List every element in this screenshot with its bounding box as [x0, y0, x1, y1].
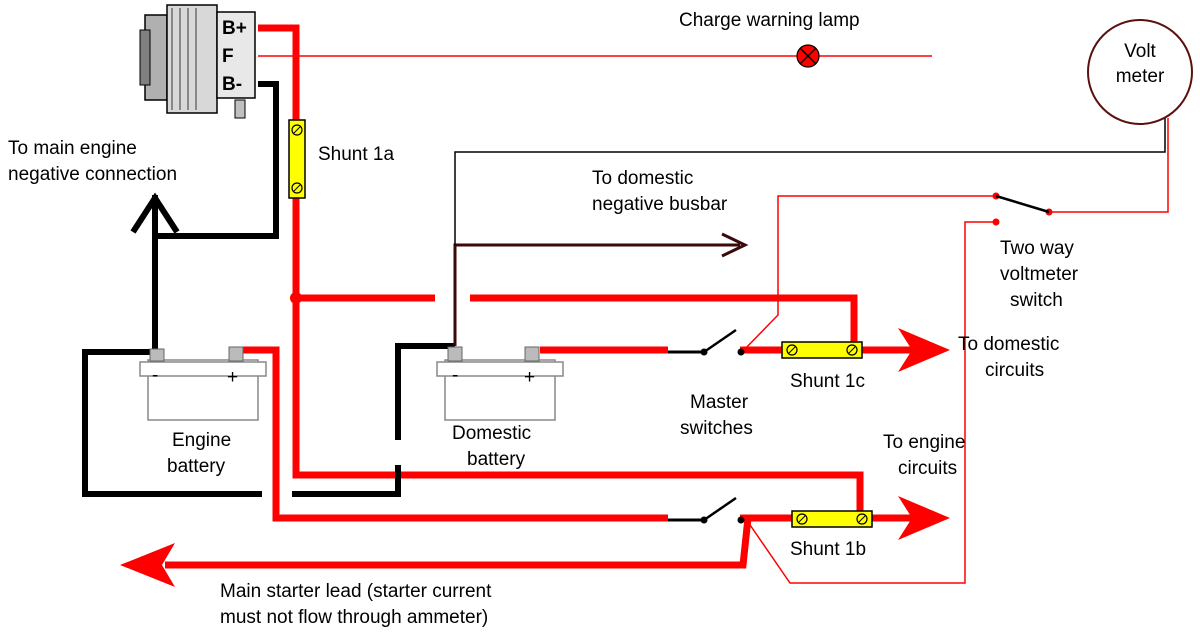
shunt-1b-icon — [791, 510, 873, 528]
terminal-bplus: B+ — [222, 18, 247, 39]
voltmeter-label-1: Volt — [1124, 41, 1156, 62]
voltmeter-sense-engine — [747, 221, 995, 584]
master-switches-label-2: switches — [680, 418, 753, 439]
charge-lamp-label: Charge warning lamp — [679, 10, 860, 31]
battery-negative-link-b — [395, 343, 455, 440]
to-engine-label-2: circuits — [898, 458, 957, 479]
domestic-neg-arrow-head — [721, 232, 749, 258]
master-switch-domestic-icon — [668, 328, 745, 356]
domestic-neg-label-1: To domestic — [592, 168, 693, 189]
domestic-battery-icon — [436, 346, 564, 421]
domestic-battery-label-2: battery — [467, 449, 526, 470]
engine-battery-negative-loop — [82, 349, 262, 497]
starter-lead-label-1: Main starter lead (starter current — [220, 581, 492, 602]
voltmeter-negative-sense-wire — [454, 115, 1166, 245]
starter-lead-label-2: must not flow through ammeter) — [220, 607, 488, 628]
domestic-battery-plus: + — [524, 367, 535, 388]
shunt-1b-label: Shunt 1b — [790, 539, 866, 560]
voltmeter-sense-domestic — [741, 195, 995, 353]
to-domestic-label-2: circuits — [985, 360, 1044, 381]
to-engine-label-1: To engine — [883, 432, 965, 453]
shunt-1c-label: Shunt 1c — [790, 371, 865, 392]
two-way-label-2: voltmeter — [1000, 264, 1079, 285]
two-way-label-1: Two way — [1000, 238, 1074, 259]
main-engine-neg-label-1: To main engine — [8, 138, 137, 159]
to-domestic-arrow-head — [898, 328, 950, 372]
shunt-1c-icon — [781, 341, 863, 359]
domestic-battery-minus: - — [452, 365, 458, 386]
domestic-neg-label-2: negative busbar — [592, 194, 728, 215]
master-switch-engine-icon — [668, 496, 745, 524]
engine-battery-icon — [139, 346, 267, 421]
battery-negative-link-a — [292, 465, 401, 497]
main-engine-neg-arrow-head — [130, 192, 180, 234]
warning-lamp-icon — [796, 44, 820, 68]
terminal-bminus: B- — [222, 74, 242, 95]
shunt-1a-icon — [288, 119, 306, 199]
engine-battery-minus: - — [152, 365, 158, 386]
voltmeter-label-2: meter — [1116, 66, 1165, 87]
to-domestic-label-1: To domestic — [958, 334, 1059, 355]
starter-arrow-head — [120, 543, 175, 587]
two-way-switch-icon — [992, 192, 1053, 226]
alternator-negative-wire — [155, 81, 279, 239]
alternator-positive-wire — [258, 24, 300, 298]
engine-feed-wire — [292, 298, 864, 515]
domestic-feed-wire-b — [470, 294, 858, 350]
main-starter-lead — [165, 517, 752, 569]
engine-battery-positive-wire — [238, 346, 668, 522]
engine-battery-label-1: Engine — [172, 430, 231, 451]
master-switches-label-1: Master — [690, 392, 749, 413]
to-engine-arrow-head — [898, 496, 950, 540]
terminal-f: F — [222, 46, 234, 67]
engine-battery-label-2: battery — [167, 456, 226, 477]
main-engine-neg-label-2: negative connection — [8, 164, 177, 185]
shunt-1a-label: Shunt 1a — [318, 144, 394, 165]
engine-battery-plus: + — [227, 367, 238, 388]
voltmeter-icon — [1087, 19, 1193, 125]
alternator-icon — [139, 4, 256, 119]
domestic-battery-label-1: Domestic — [452, 423, 531, 444]
two-way-label-3: switch — [1010, 290, 1063, 311]
voltmeter-positive-wire — [1050, 118, 1169, 213]
